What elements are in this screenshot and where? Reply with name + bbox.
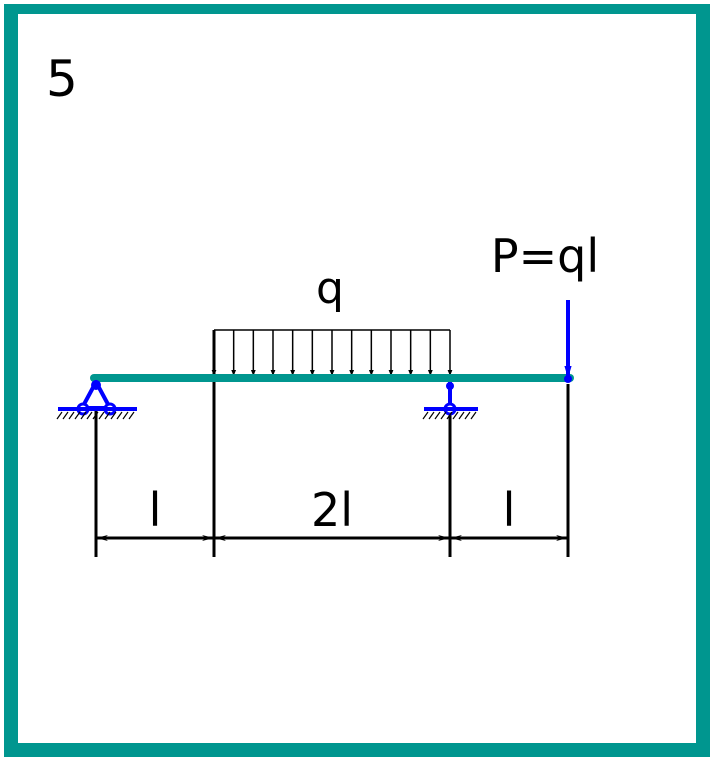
ground-hatch [98, 411, 105, 420]
dimension-label: l [503, 483, 516, 537]
ground-hatch [128, 411, 135, 420]
ground-hatch [458, 411, 465, 420]
distributed-load-label: q [316, 263, 344, 314]
distributed-load [211, 329, 453, 376]
ground-hatch [116, 411, 123, 420]
ground-hatch [110, 411, 117, 420]
ground-hatch [86, 411, 93, 420]
ground-hatch [68, 411, 75, 420]
ground-hatch [56, 411, 63, 420]
ground-hatch [470, 411, 477, 420]
pinned-support [56, 380, 137, 420]
point-load-arrow [564, 300, 572, 383]
roller-support [422, 382, 478, 420]
ground-hatch [104, 411, 111, 420]
point-load-label: P=ql [491, 229, 599, 283]
dimension-label: l [149, 483, 162, 537]
dimension-label: 2l [311, 483, 353, 537]
drawing-frame [4, 4, 710, 757]
ground-hatch [80, 411, 87, 420]
ground-hatch [422, 411, 429, 420]
ground-hatch [74, 411, 81, 420]
ground-hatch [62, 411, 69, 420]
ground-hatch [434, 411, 441, 420]
ground-hatch [122, 411, 129, 420]
ground-hatch [428, 411, 435, 420]
ground-hatch [440, 411, 447, 420]
ground-hatch [446, 411, 453, 420]
ground-hatch [452, 411, 459, 420]
problem-number: 5 [46, 50, 78, 108]
ground-hatch [464, 411, 471, 420]
ground-hatch [92, 411, 99, 420]
